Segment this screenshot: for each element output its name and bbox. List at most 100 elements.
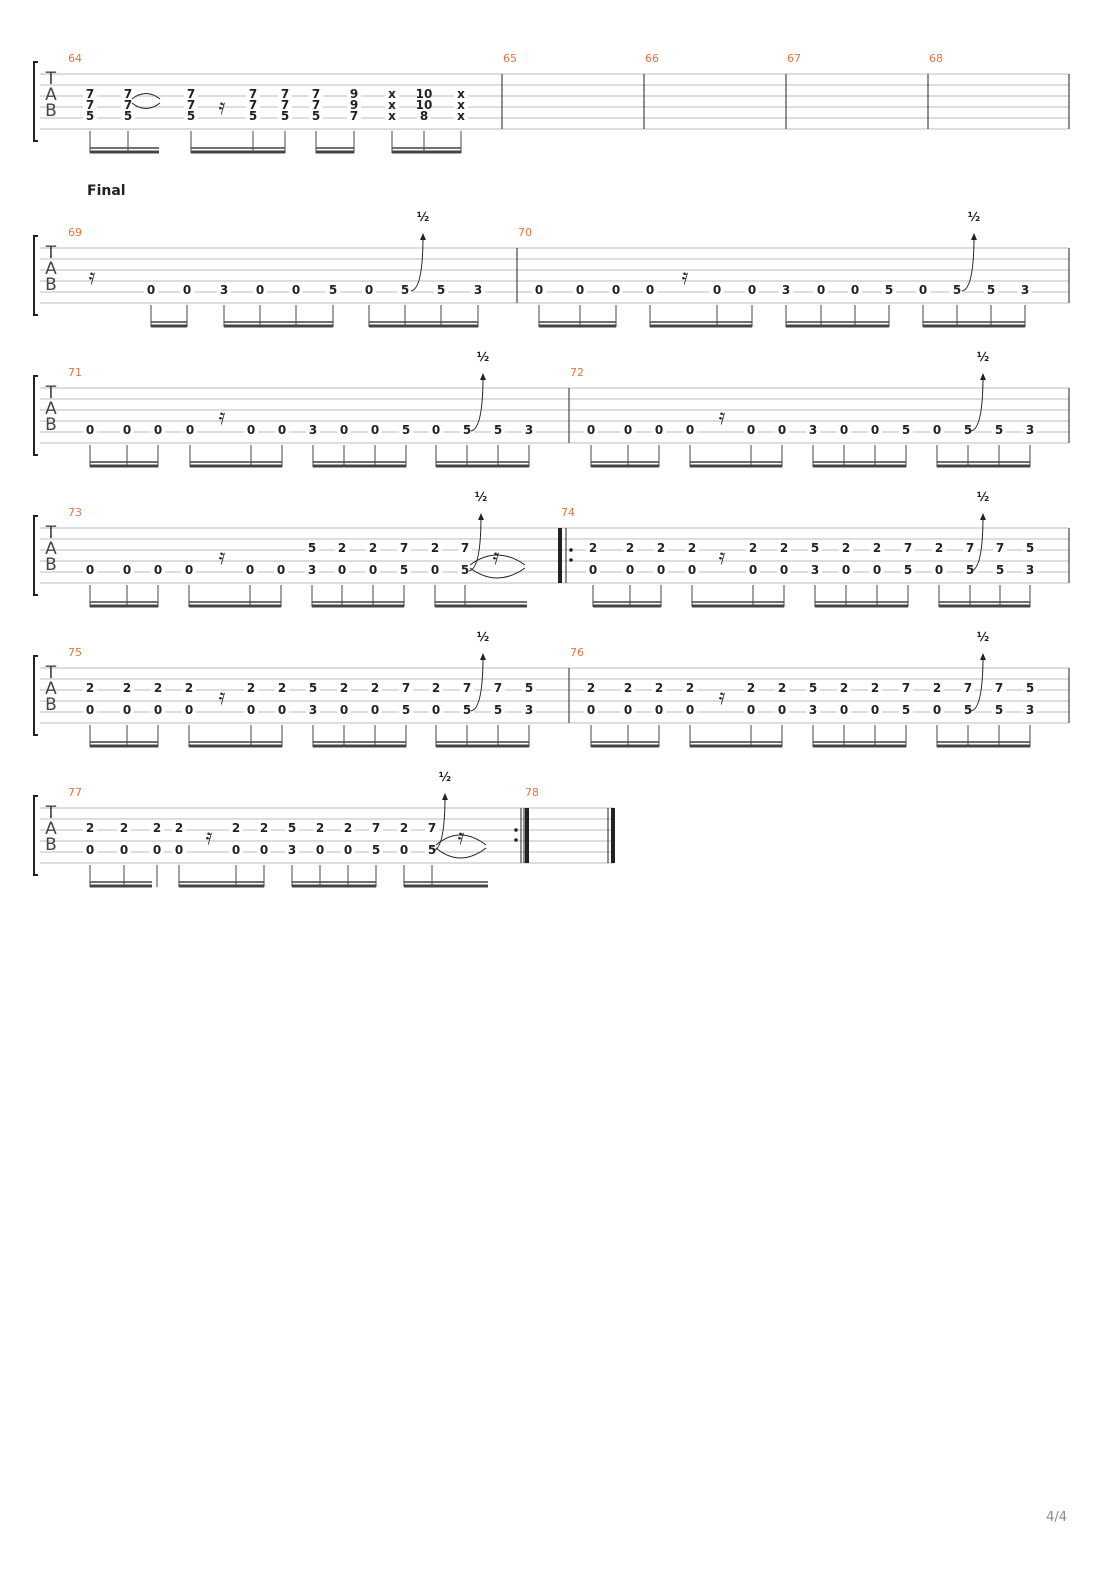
fret-number: 5: [902, 423, 910, 437]
fret-backdrop: [746, 564, 760, 576]
fret-number: 0: [400, 843, 408, 857]
fret-backdrop: [1023, 542, 1037, 554]
fret-backdrop: [83, 822, 97, 834]
fret-backdrop: [532, 284, 546, 296]
fret-number: 0: [260, 843, 268, 857]
fret-number: 0: [123, 563, 131, 577]
fret-backdrop: [899, 704, 913, 716]
measure-number: 72: [570, 366, 584, 379]
fret-number: x: [457, 98, 465, 112]
fret-backdrop: [744, 682, 758, 694]
fret-number: 0: [431, 563, 439, 577]
fret-backdrop: [243, 564, 257, 576]
fret-number: 0: [123, 423, 131, 437]
fret-number: 2: [688, 541, 696, 555]
fret-number: 3: [525, 703, 533, 717]
fret-backdrop: [806, 682, 820, 694]
fret-number: 0: [933, 703, 941, 717]
fret-backdrop: [120, 704, 134, 716]
fret-number: 7: [312, 98, 320, 112]
fret-number: 0: [154, 703, 162, 717]
fret-backdrop: [652, 704, 666, 716]
fret-number: 2: [369, 541, 377, 555]
fret-backdrop: [428, 542, 442, 554]
fret-number: 3: [811, 563, 819, 577]
fret-number: 3: [809, 703, 817, 717]
fret-number: 0: [778, 703, 786, 717]
fret-backdrop: [399, 424, 413, 436]
fret-backdrop: [744, 424, 758, 436]
fret-backdrop: [362, 284, 376, 296]
system-bracket: [33, 795, 38, 876]
fret-number: 5: [428, 843, 436, 857]
rest-symbol: 𝄿: [219, 685, 226, 710]
fret-backdrop: [623, 564, 637, 576]
fret-number: 0: [817, 283, 825, 297]
fret-backdrop: [643, 284, 657, 296]
fret-number: 3: [782, 283, 790, 297]
fret-backdrop: [777, 542, 791, 554]
fret-backdrop: [172, 822, 186, 834]
fret-number: 7: [902, 681, 910, 695]
fret-backdrop: [182, 704, 196, 716]
fret-backdrop: [313, 822, 327, 834]
fret-backdrop: [275, 704, 289, 716]
fret-number: 0: [344, 843, 352, 857]
fret-number: 5: [288, 821, 296, 835]
fret-backdrop: [309, 88, 323, 100]
fret-number: 0: [840, 703, 848, 717]
fret-number: 0: [780, 563, 788, 577]
fret-number: 5: [308, 541, 316, 555]
measure-number: 78: [525, 786, 539, 799]
fret-backdrop: [275, 424, 289, 436]
fret-backdrop: [184, 110, 198, 122]
fret-backdrop: [184, 99, 198, 111]
fret-number: 2: [935, 541, 943, 555]
fret-backdrop: [882, 284, 896, 296]
fret-backdrop: [806, 704, 820, 716]
bend-label: ½: [477, 630, 489, 644]
slur-mark: [131, 102, 161, 109]
fret-backdrop: [454, 88, 468, 100]
fret-number: 7: [995, 681, 1003, 695]
rest-symbol: 𝄿: [719, 685, 726, 710]
fret-backdrop: [683, 704, 697, 716]
measure-number: 64: [68, 52, 82, 65]
fret-number: 5: [964, 703, 972, 717]
fret-number: 2: [624, 681, 632, 695]
fret-number: 5: [885, 283, 893, 297]
bend-curve: [432, 795, 446, 852]
fret-number: 5: [463, 703, 471, 717]
fret-backdrop: [916, 284, 930, 296]
fret-number: 0: [232, 843, 240, 857]
fret-number: 0: [186, 423, 194, 437]
fret-number: 2: [780, 541, 788, 555]
fret-number: 3: [220, 283, 228, 297]
fret-backdrop: [471, 284, 485, 296]
fret-backdrop: [369, 844, 383, 856]
measure-number: 75: [68, 646, 82, 659]
fret-backdrop: [306, 704, 320, 716]
tab-clef-letter: T: [45, 383, 57, 403]
fret-number: 0: [749, 563, 757, 577]
fret-backdrop: [121, 110, 135, 122]
fret-number: 0: [535, 283, 543, 297]
fret-backdrop: [144, 284, 158, 296]
fret-number: 5: [401, 283, 409, 297]
fret-number: 0: [86, 843, 94, 857]
fret-backdrop: [963, 542, 977, 554]
fret-backdrop: [305, 564, 319, 576]
bend-curve: [970, 655, 984, 712]
fret-backdrop: [961, 682, 975, 694]
system-bracket: [33, 61, 38, 142]
fret-backdrop: [275, 682, 289, 694]
measure-number: 71: [68, 366, 82, 379]
fret-backdrop: [278, 88, 292, 100]
fret-backdrop: [683, 682, 697, 694]
fret-backdrop: [1018, 284, 1032, 296]
fret-number: 3: [1021, 283, 1029, 297]
fret-backdrop: [454, 110, 468, 122]
fret-backdrop: [337, 424, 351, 436]
fret-backdrop: [121, 99, 135, 111]
fret-number: 5: [437, 283, 445, 297]
